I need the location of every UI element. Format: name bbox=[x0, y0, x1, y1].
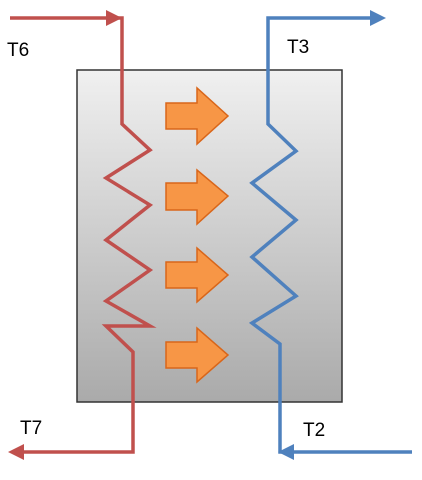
cold-stream bbox=[248, 10, 412, 460]
heat-arrow-2 bbox=[165, 168, 230, 226]
label-t6: T6 bbox=[7, 40, 29, 61]
label-t2: T2 bbox=[303, 420, 325, 441]
heat-arrow-1 bbox=[165, 86, 230, 146]
heat-arrow-3 bbox=[165, 246, 230, 304]
cold-stream-line bbox=[248, 16, 412, 454]
label-t3: T3 bbox=[287, 37, 309, 58]
cold-inlet-arrowhead bbox=[278, 444, 294, 460]
hot-stream-line bbox=[10, 16, 157, 454]
cold-outlet-arrowhead bbox=[370, 10, 386, 26]
hot-stream bbox=[8, 10, 157, 460]
hot-outlet-arrowhead-top bbox=[106, 10, 122, 26]
label-t7: T7 bbox=[20, 418, 42, 439]
hot-outlet-arrowhead-bottom bbox=[8, 444, 24, 460]
heat-transfer-arrows bbox=[165, 86, 230, 384]
heat-arrow-4 bbox=[165, 326, 230, 384]
